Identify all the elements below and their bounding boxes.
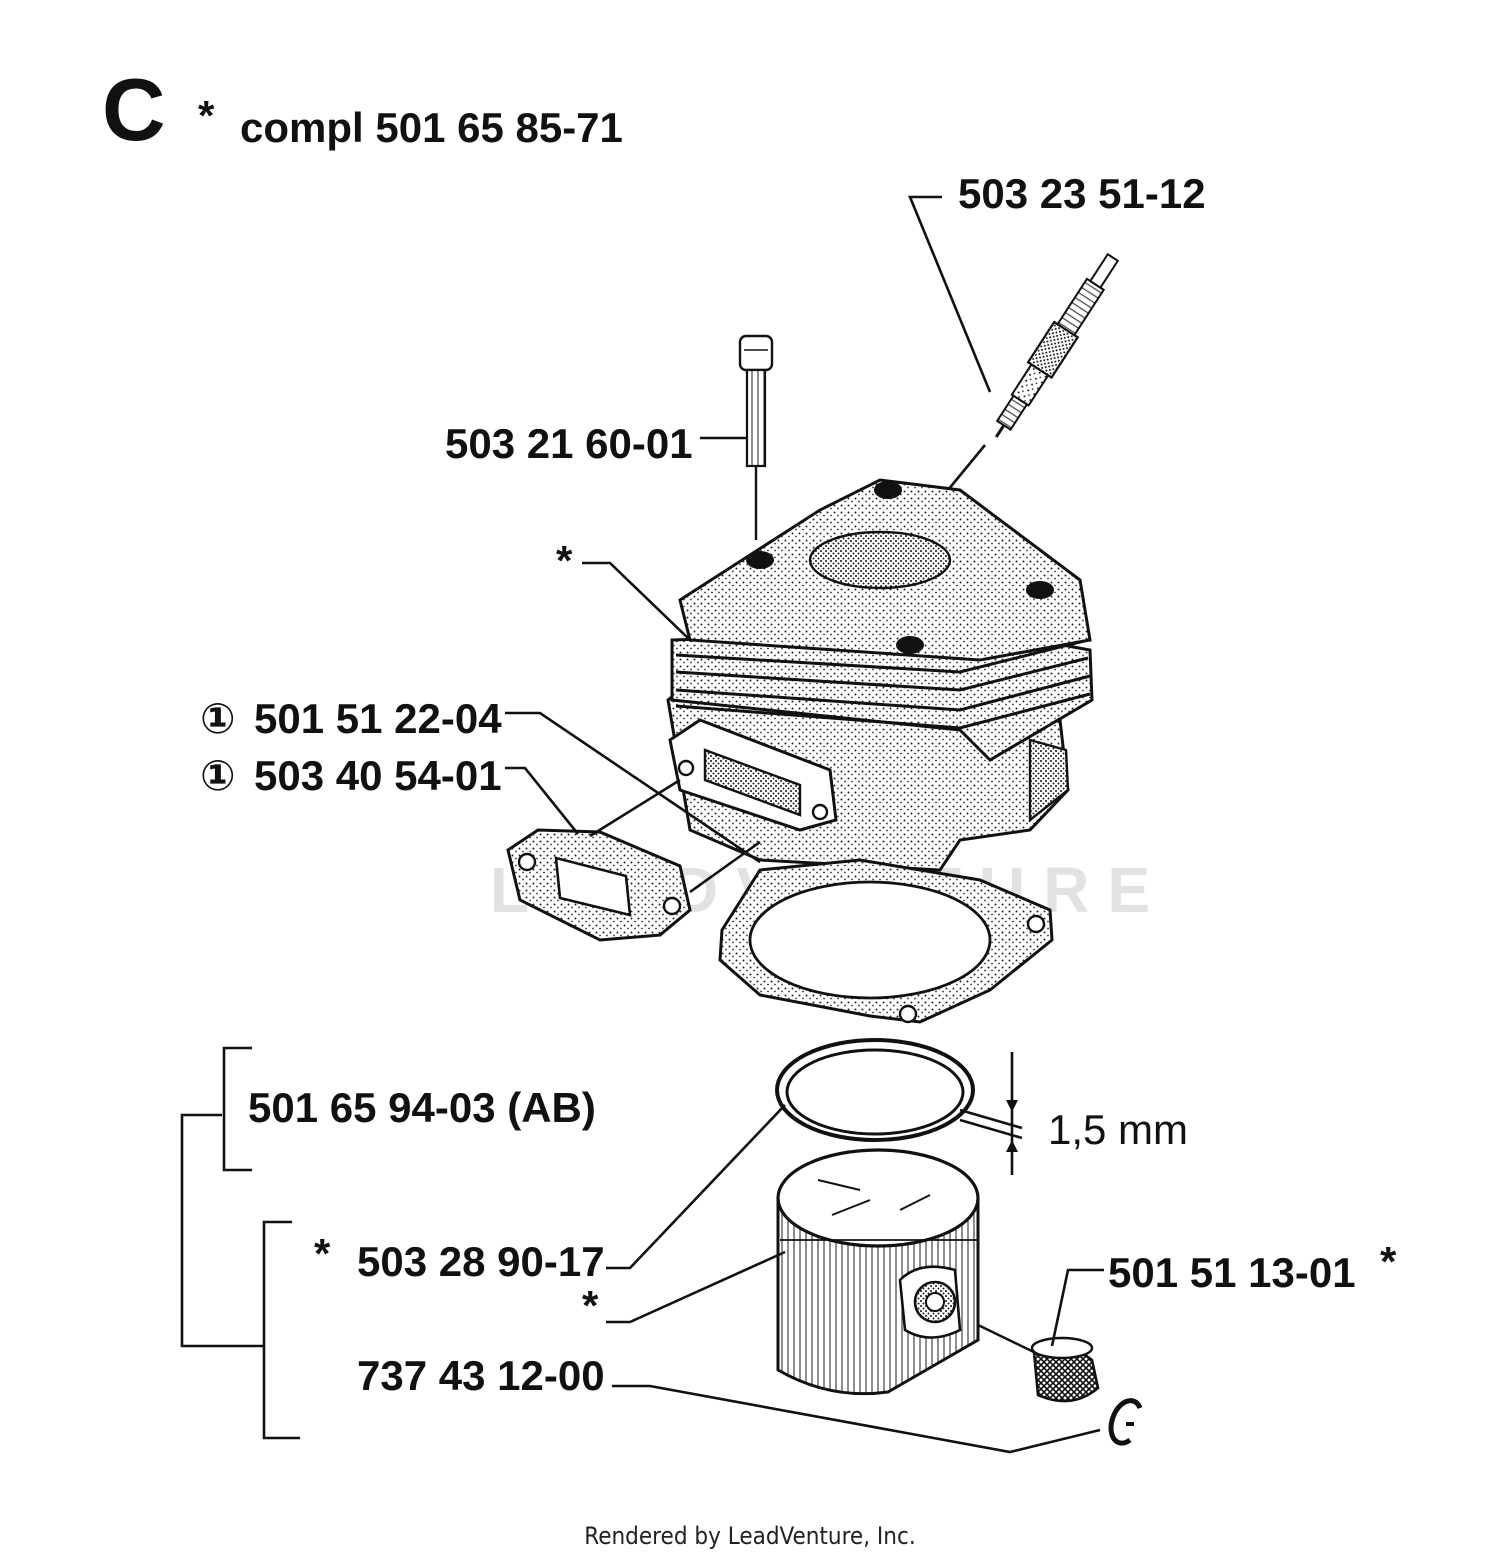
exhaust-gasket-icon (506, 828, 692, 942)
piston-kit-part-number: 501 65 94-03 (AB) (248, 1084, 596, 1131)
circlip-part-number: 737 43 12-00 (357, 1352, 605, 1399)
spark-plug-part-number: 503 23 51-12 (958, 170, 1206, 217)
ring-thickness-label: 1,5 mm (1048, 1106, 1188, 1153)
gasket-2-part-number: 503 40 54-01 (254, 752, 502, 799)
ring-dimension-tick-1 (959, 1108, 1023, 1130)
circlip-leader (612, 1384, 1101, 1454)
kit-grouping-bracket (180, 1113, 264, 1348)
gasket-2-marker: ① (200, 752, 236, 799)
piston-kit-bracket (222, 1046, 252, 1172)
spark-plug-leader (908, 195, 992, 393)
gasket-2-guide-line (589, 778, 681, 838)
piston-icon (776, 1148, 980, 1396)
section-letter: C (102, 60, 166, 159)
spark-plug-axis-line (946, 444, 987, 491)
complete-assembly-star: * (198, 92, 215, 139)
screw-part-number: 503 21 60-01 (445, 420, 693, 467)
gasket-2-leader (505, 766, 580, 835)
gasket-1-leader (505, 711, 761, 864)
ring-dimension-arrow-top (1006, 1100, 1018, 1112)
piston-ring-leader (606, 1104, 786, 1270)
cylinder-icon (666, 478, 1094, 872)
piston-ring-icon (775, 1038, 975, 1142)
cylinder-screw-icon (738, 334, 774, 540)
complete-assembly-number: compl 501 65 85-71 (240, 104, 623, 151)
render-credit: Rendered by LeadVenture, Inc. (584, 1522, 915, 1550)
spark-plug-icon (994, 252, 1120, 438)
ring-dimension-arrow-bottom (1006, 1140, 1018, 1152)
needle-bearing-star: * (1380, 1238, 1397, 1285)
gasket-1-marker: ① (200, 695, 236, 742)
cylinder-base-gasket-icon (718, 858, 1054, 1024)
piston-star: * (582, 1282, 599, 1329)
ring-dimension-tick-2 (959, 1118, 1023, 1140)
needle-bearing-part-number: 501 51 13-01 (1108, 1249, 1356, 1296)
needle-bearing-icon (977, 1323, 1100, 1403)
cylinder-star: * (556, 537, 573, 584)
piston-group-bracket (262, 1220, 300, 1440)
gasket-1-part-number: 501 51 22-04 (254, 695, 502, 742)
needle-bearing-leader (1050, 1268, 1104, 1347)
cylinder-leader (582, 561, 691, 641)
gasket-1-guide-line (689, 840, 761, 894)
piston-ring-part-number: 503 28 90-17 (357, 1238, 605, 1285)
piston-leader (606, 1250, 786, 1324)
piston-ring-star: * (314, 1230, 331, 1277)
circlip-icon (1108, 1398, 1143, 1446)
